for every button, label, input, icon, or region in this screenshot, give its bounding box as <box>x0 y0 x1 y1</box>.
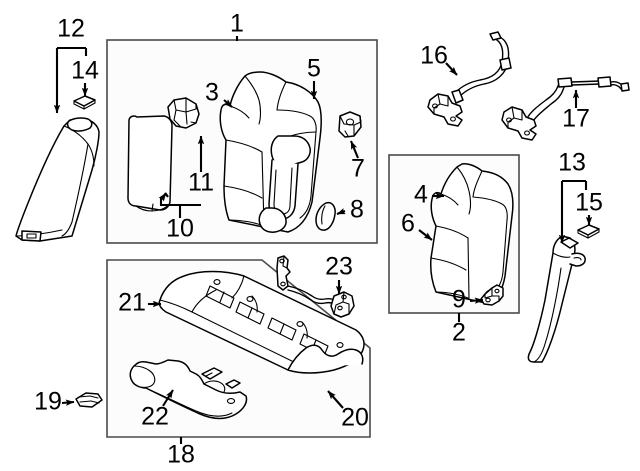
seat-belt-buckle-cable-right[interactable] <box>501 76 630 141</box>
seat-back-upper-slot <box>270 135 311 168</box>
bolster-clip-left[interactable] <box>73 95 96 110</box>
leader-12 <box>53 46 88 114</box>
callout-14: 14 <box>71 57 99 85</box>
callout-2: 2 <box>452 319 466 347</box>
callout-5: 5 <box>307 55 321 83</box>
leader-10 <box>158 192 201 218</box>
callout-8: 8 <box>350 196 364 224</box>
bolster-emblem-right <box>560 237 579 249</box>
callout-6: 6 <box>401 210 415 238</box>
bolster-clip-right[interactable] <box>577 224 600 239</box>
callout-3: 3 <box>205 79 219 107</box>
callout-12: 12 <box>57 15 85 43</box>
callout-4: 4 <box>414 181 428 209</box>
cushion-lock-rod[interactable] <box>276 255 355 318</box>
callout-10: 10 <box>166 215 194 243</box>
leader-9 <box>469 297 484 304</box>
seat-back-assembly[interactable] <box>219 71 323 233</box>
leader-22 <box>162 389 174 407</box>
cushion-clip[interactable] <box>75 392 103 408</box>
callout-number-layer: 1 2 3 4 5 6 7 8 9 10 11 12 13 14 15 16 1… <box>34 10 603 469</box>
callout-1: 1 <box>230 10 244 38</box>
seat-belt-buckle-cable-left[interactable] <box>427 31 512 127</box>
armrest-hinge[interactable] <box>167 97 200 129</box>
seat-back-lower-slot <box>258 207 287 233</box>
seat-cushion-pad <box>287 344 364 371</box>
callout-11: 11 <box>188 169 214 197</box>
callout-21: 21 <box>118 289 146 317</box>
seat-back-hinge-bracket[interactable] <box>338 111 362 138</box>
side-seat-back-assembly[interactable] <box>430 163 514 305</box>
buckle-bracket-left <box>427 93 463 127</box>
leader-19 <box>61 399 75 406</box>
armrest-assembly[interactable] <box>127 115 173 212</box>
callout-16: 16 <box>420 42 448 70</box>
leader-8 <box>336 208 346 215</box>
callout-13: 13 <box>558 149 586 177</box>
right-side-bolster-trim[interactable] <box>527 235 586 363</box>
seat-back-cap[interactable] <box>315 201 336 231</box>
leader-7 <box>350 140 359 159</box>
callout-23: 23 <box>325 253 353 281</box>
leader-13 <box>558 179 588 244</box>
callout-15: 15 <box>575 189 603 217</box>
leader-16 <box>445 62 458 76</box>
side-back-striker[interactable] <box>480 284 504 306</box>
left-side-bolster-trim[interactable] <box>15 117 100 242</box>
seat-cushion-assembly[interactable] <box>158 270 365 374</box>
callout-22: 22 <box>141 403 169 431</box>
callout-17: 17 <box>562 105 590 133</box>
buckle-bracket-right <box>501 106 537 141</box>
callout-20: 20 <box>341 404 369 432</box>
cushion-support-frame[interactable] <box>129 359 248 420</box>
callout-19: 19 <box>34 388 62 416</box>
callout-9: 9 <box>452 286 466 314</box>
callout-18: 18 <box>167 441 195 469</box>
leader-6 <box>418 229 433 241</box>
leader-20 <box>327 390 344 409</box>
callout-7: 7 <box>351 155 365 183</box>
leader-3 <box>223 99 233 108</box>
